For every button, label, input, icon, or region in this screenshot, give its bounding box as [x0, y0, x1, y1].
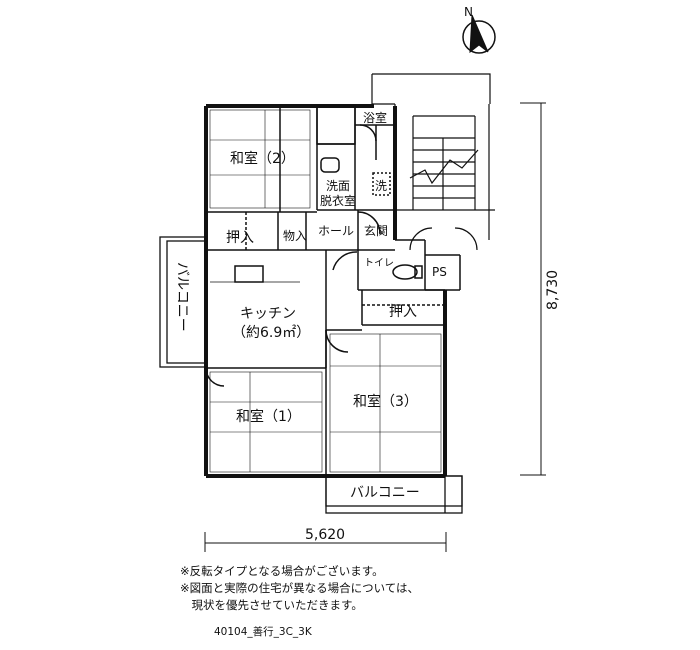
room-oshiire-right: 押入	[389, 304, 417, 320]
room-genkan: 玄関	[364, 223, 388, 238]
room-kitchen: キッチン	[240, 306, 296, 322]
plan-code: 40104_善行_3C_3K	[214, 626, 312, 638]
inner-walls	[205, 105, 461, 476]
room-hall: ホール	[318, 224, 354, 238]
room-toilet: トイレ	[364, 258, 394, 269]
room-bath: 浴室	[363, 110, 387, 125]
note-line: 現状を優先させていただきます。	[180, 598, 363, 612]
stairwell	[371, 73, 495, 251]
dimension-lines	[204, 102, 546, 552]
room-washroom-sub: 脱衣室	[320, 193, 356, 208]
room-monoire: 物入	[283, 229, 307, 243]
note-line: ※図面と実際の住宅が異なる場合については、	[180, 581, 420, 595]
room-ps: PS	[432, 265, 447, 279]
room-washitsu-3: 和室（3）	[353, 393, 418, 410]
compass-label: N	[464, 5, 473, 19]
dimension-width: 5,620	[305, 527, 345, 543]
balcony-left: バルコニー	[174, 262, 190, 332]
north-compass-icon: N	[462, 5, 496, 54]
room-washitsu-1: 和室（1）	[236, 408, 301, 425]
note-line: ※反転タイプとなる場合がございます。	[180, 564, 384, 578]
washer-space: 洗	[375, 179, 387, 193]
room-oshiire-left: 押入	[226, 230, 254, 246]
balconies	[159, 236, 463, 514]
room-washroom: 洗面	[326, 179, 350, 193]
dimension-height: 8,730	[545, 270, 561, 310]
balcony-bottom: バルコニー	[350, 485, 420, 501]
room-kitchen-area: （約6.9㎡）	[232, 325, 310, 341]
notes: ※反転タイプとなる場合がございます。 ※図面と実際の住宅が異なる場合については、…	[180, 563, 419, 614]
room-washitsu-2: 和室（2）	[230, 150, 295, 167]
